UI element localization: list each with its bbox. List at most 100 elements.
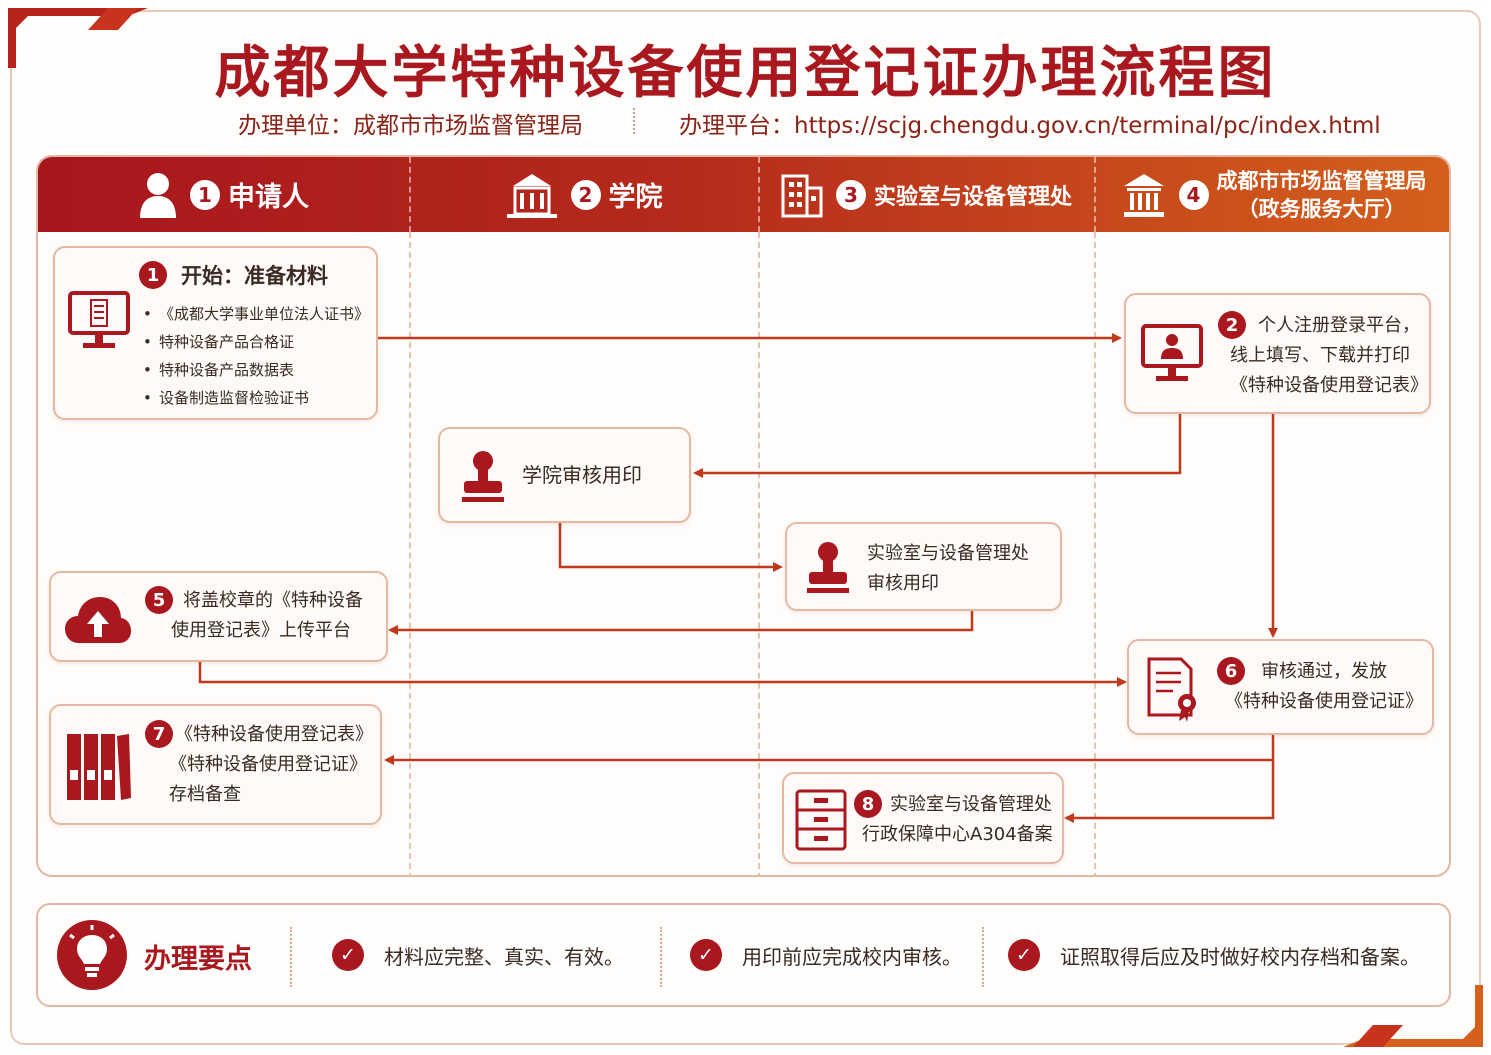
step-5-line: 将盖校章的《特种设备 xyxy=(183,590,363,611)
key-points-title: 办理要点 xyxy=(144,944,252,975)
arrow-step6-to-step8 xyxy=(1064,760,1275,823)
arrow-step5-to-step6 xyxy=(198,662,1127,687)
key-point-text: 材料应完整、真实、有效。 xyxy=(384,944,624,969)
lane-header-applicant: 1 申请人 xyxy=(38,157,409,232)
college-review-text: 学院审核用印 xyxy=(522,463,642,487)
step-6-line: 审核通过，发放 xyxy=(1261,661,1387,682)
lane-number: 1 xyxy=(190,179,220,210)
lab-review-line: 审核用印 xyxy=(867,573,939,594)
tips-divider xyxy=(982,927,984,987)
lane-label: 申请人 xyxy=(228,182,309,213)
step-number-badge: 7 xyxy=(145,720,173,748)
lane-number: 3 xyxy=(835,179,866,210)
lane-header-college: 2 学院 xyxy=(409,157,758,232)
lane-label: 学院 xyxy=(608,182,663,213)
office-icon xyxy=(781,174,823,217)
key-point-item: ✓ 材料应完整、真实、有效。 xyxy=(332,905,624,1005)
step-1-title: 开始：准备材料 xyxy=(181,264,328,288)
step-6-approval-issue: 6 审核通过，发放 《特种设备使用登记证》 xyxy=(1127,639,1434,735)
step-2-line: 《特种设备使用登记表》 xyxy=(1230,375,1428,396)
lane-divider xyxy=(409,232,411,875)
subtitle-divider xyxy=(633,108,635,134)
page-title: 成都大学特种设备使用登记证办理流程图 xyxy=(214,41,1277,106)
check-icon: ✓ xyxy=(690,939,722,971)
key-point-item: ✓ 证照取得后应及时做好校内存档和备案。 xyxy=(1008,905,1420,1005)
arrow-step6-to-step7 xyxy=(384,735,1275,765)
step-7-line: 《特种设备使用登记证》 xyxy=(169,754,367,775)
lab-office-review-stamp: 实验室与设备管理处 审核用印 xyxy=(785,522,1062,611)
monitor-user-icon xyxy=(1141,324,1203,381)
step-8-text: 实验室与设备管理处 行政保障中心A304备案 xyxy=(862,790,1053,850)
step-5-line: 使用登记表》上传平台 xyxy=(171,620,351,641)
arrow-college-to-lab xyxy=(558,523,783,572)
material-item: 设备制造监督检验证书 xyxy=(143,384,369,412)
material-item: 《成都大学事业单位法人证书》 xyxy=(143,300,369,328)
arrow-step2-to-college xyxy=(693,414,1182,478)
person-icon xyxy=(140,172,176,218)
lane-divider xyxy=(1094,232,1096,875)
lightbulb-icon xyxy=(57,920,127,990)
stamp-icon xyxy=(807,542,849,593)
lane-header-divider xyxy=(758,157,760,232)
stamp-icon xyxy=(462,451,504,502)
check-icon: ✓ xyxy=(332,939,364,971)
key-point-text: 用印前应完成校内审核。 xyxy=(742,944,962,969)
step-8-line: 行政保障中心A304备案 xyxy=(862,824,1053,845)
step-2-line: 线上填写、下载并打印 xyxy=(1230,345,1410,366)
lane-number: 4 xyxy=(1178,179,1209,210)
lane-header-divider xyxy=(409,157,411,232)
check-icon: ✓ xyxy=(1008,939,1040,971)
step-6-text: 审核通过，发放 《特种设备使用登记证》 xyxy=(1225,657,1423,717)
step-2-register-platform: 2 个人注册登录平台， 线上填写、下载并打印 《特种设备使用登记表》 xyxy=(1124,293,1431,414)
step-1-prepare-materials: 1 开始：准备材料 《成都大学事业单位法人证书》 特种设备产品合格证 特种设备产… xyxy=(53,246,378,420)
step-8-filing: 8 实验室与设备管理处 行政保障中心A304备案 xyxy=(782,772,1064,864)
corner-decoration-top-left xyxy=(8,8,148,68)
lane-divider xyxy=(758,232,760,875)
step-2-line: 个人注册登录平台， xyxy=(1258,315,1420,336)
step-number-badge: 1 xyxy=(139,261,167,289)
step-5-upload-platform: 5 将盖校章的《特种设备 使用登记表》上传平台 xyxy=(49,571,388,662)
lane-header-band xyxy=(38,157,1449,232)
tips-divider xyxy=(290,927,292,987)
corner-decoration-bottom-right xyxy=(1343,985,1483,1047)
tips-divider xyxy=(660,927,662,987)
step-7-text: 《特种设备使用登记表》 《特种设备使用登记证》 存档备查 xyxy=(169,720,373,810)
step-number-badge: 6 xyxy=(1217,657,1245,685)
key-point-text: 证照取得后应及时做好校内存档和备案。 xyxy=(1060,944,1420,969)
step-6-line: 《特种设备使用登记证》 xyxy=(1225,691,1423,712)
lane-label: 实验室与设备管理处 xyxy=(873,184,1072,210)
building-icon xyxy=(506,173,557,218)
college-review-stamp: 学院审核用印 xyxy=(438,427,691,523)
step-8-line: 实验室与设备管理处 xyxy=(890,794,1052,815)
cloud-upload-icon xyxy=(65,597,131,643)
certificate-icon xyxy=(1147,657,1196,722)
step-5-text: 将盖校章的《特种设备 使用登记表》上传平台 xyxy=(171,586,363,646)
key-points-panel: 办理要点 ✓ 材料应完整、真实、有效。 ✓ 用印前应完成校内审核。 ✓ 证照取得… xyxy=(36,903,1451,1007)
step-7-archive: 7 《特种设备使用登记表》 《特种设备使用登记证》 存档备查 xyxy=(49,704,382,825)
lane-header-market-bureau: 4 成都市市场监督管理局 （政务服务大厅） xyxy=(1094,157,1449,232)
arrow-lab-to-step5 xyxy=(388,611,974,635)
processing-unit: 办理单位：成都市市场监督管理局 xyxy=(238,113,583,139)
lane-number: 2 xyxy=(570,179,601,210)
lane-header-lab-office: 3 实验室与设备管理处 xyxy=(758,157,1094,232)
step-number-badge: 2 xyxy=(1218,311,1246,339)
step-number-badge: 8 xyxy=(854,790,882,818)
material-item: 特种设备产品合格证 xyxy=(143,328,369,356)
lab-review-line: 实验室与设备管理处 xyxy=(867,543,1029,564)
lane-label-line2: （政务服务大厅） xyxy=(1237,196,1406,221)
lane-label-line1: 成都市市场监督管理局 xyxy=(1216,168,1427,193)
government-icon xyxy=(1123,173,1164,217)
step-7-line: 存档备查 xyxy=(169,784,241,805)
monitor-document-icon xyxy=(68,291,130,348)
lab-review-text: 实验室与设备管理处 审核用印 xyxy=(867,539,1029,599)
processing-platform: 办理平台：https://scjg.chengdu.gov.cn/termina… xyxy=(679,113,1381,139)
step-7-line: 《特种设备使用登记表》 xyxy=(175,724,373,745)
file-cabinet-icon xyxy=(795,789,847,851)
lane-header-divider xyxy=(1094,157,1096,232)
step-number-badge: 5 xyxy=(145,586,173,614)
lane-label: 成都市市场监督管理局 （政务服务大厅） xyxy=(1217,167,1427,223)
key-point-item: ✓ 用印前应完成校内审核。 xyxy=(690,905,962,1005)
material-item: 特种设备产品数据表 xyxy=(143,356,369,384)
step-2-text: 个人注册登录平台， 线上填写、下载并打印 《特种设备使用登记表》 xyxy=(1230,311,1428,401)
